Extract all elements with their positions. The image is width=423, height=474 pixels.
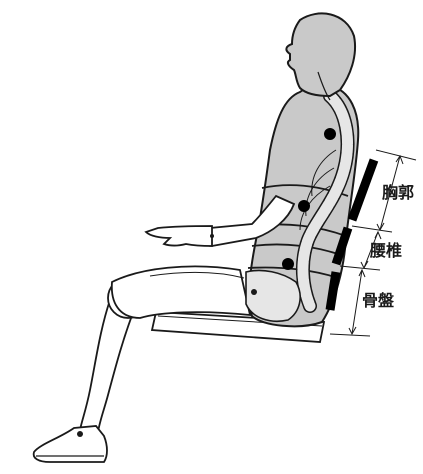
pelvis-support-bar: [330, 272, 336, 310]
label-thorax: 胸郭: [382, 183, 414, 202]
label-pelvis: 骨盤: [362, 291, 395, 310]
ankle-joint: [77, 431, 83, 437]
thigh: [112, 266, 250, 318]
foot-shoe: [34, 426, 107, 462]
head: [286, 13, 355, 100]
upper-lumbar-joint-dot: [298, 200, 310, 212]
label-lumbar: 腰椎: [370, 241, 402, 260]
thorax-joint-dot: [324, 128, 336, 140]
lumbar-joint-dot: [282, 258, 294, 270]
